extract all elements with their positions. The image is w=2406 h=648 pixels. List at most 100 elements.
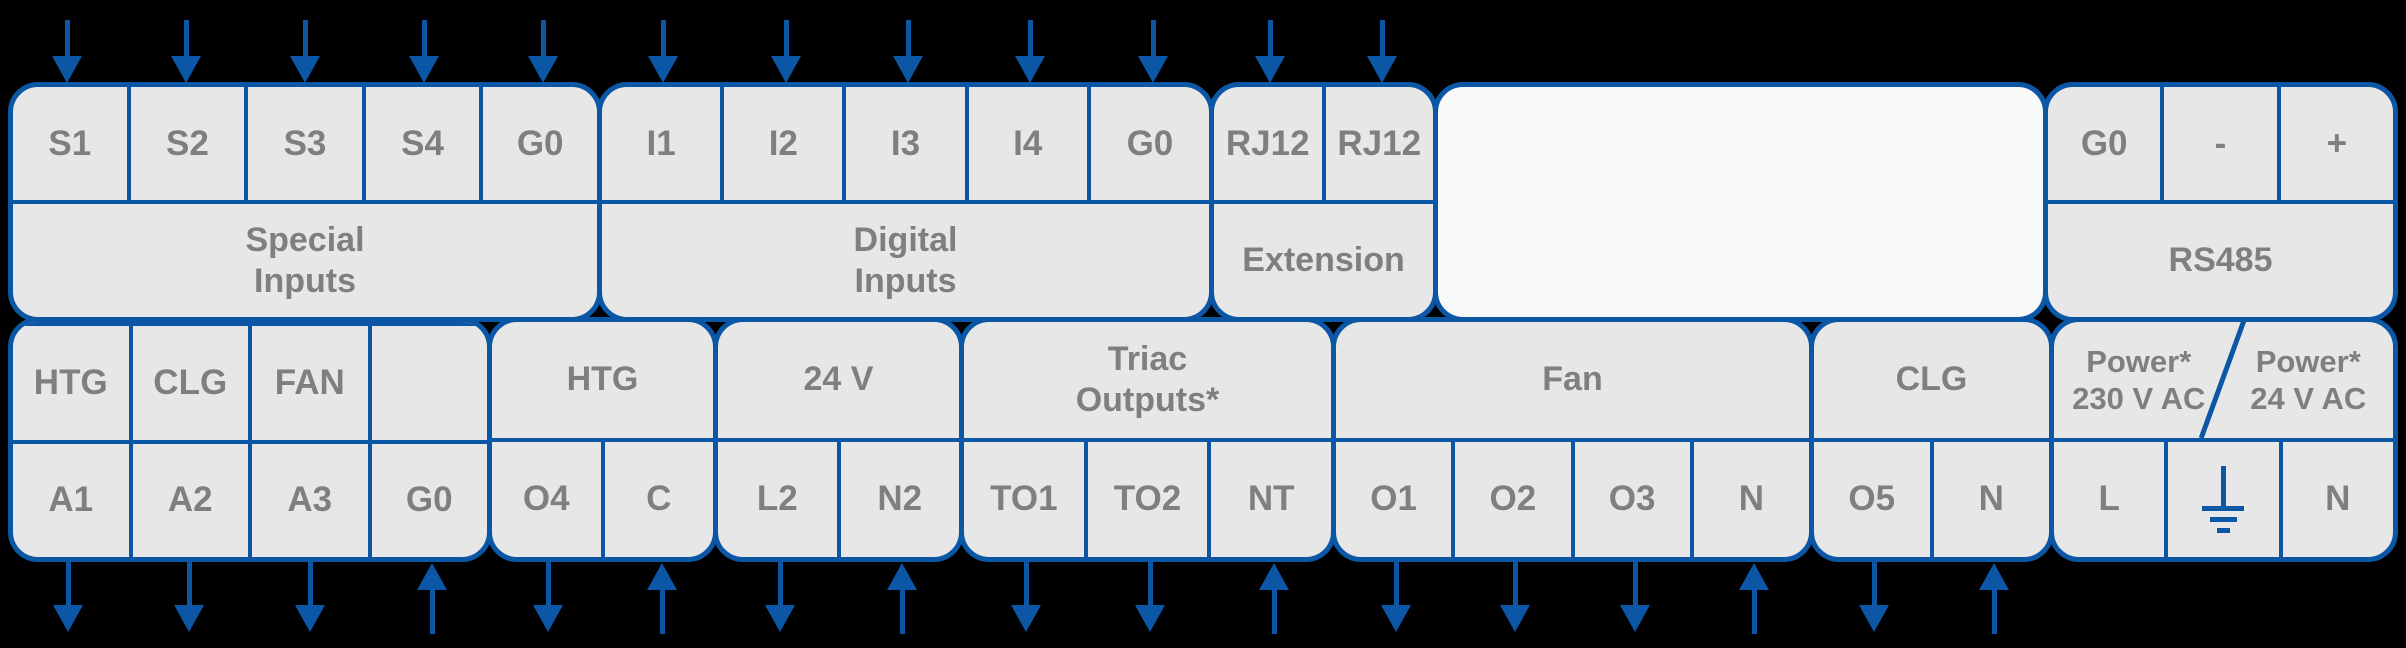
triac-terminals: TO1 TO2 NT [964,437,1331,557]
label-line: Digital [853,220,958,259]
arrow-down-icon [528,20,558,83]
terminal-to1: TO1 [990,479,1058,519]
label-line: RS485 [2168,241,2273,279]
label-line: Power* [2086,343,2192,379]
group-label-power: Power* 230 V AC Power* 24 V AC [2054,322,2394,439]
special-inputs-terminals: S1 S2 S3 S4 G0 [13,87,597,200]
rs485-block: G0 - + RS485 [2043,82,2398,322]
arrow-down-icon [533,561,563,632]
terminal-o4: O4 [522,479,570,519]
group-label-24v: 24 V [718,322,959,438]
arrow-up-icon [417,563,447,634]
group-label-clg: CLG [1814,322,2049,438]
triac-outputs-block: Triac Outputs* TO1 TO2 NT [959,317,1336,562]
terminal-minus: - [2160,87,2276,200]
group-label-htg: HTG [492,322,713,438]
extension-terminals: RJ12 RJ12 [1214,87,1433,200]
arrow-down-icon [295,561,325,632]
htg-output-block: HTG O4 C [487,317,718,562]
terminal-i3: I3 [842,87,964,200]
digital-inputs-block: I1 I2 I3 I4 G0 Digital Inputs [597,82,1214,322]
24v-output-block: 24 V L2 N2 [713,317,964,562]
label-line: Inputs [854,261,957,300]
terminal-o1: O1 [1370,479,1417,519]
terminal-a1: A1 [48,480,94,520]
arrow-down-icon [1367,20,1397,83]
arrow-down-icon [53,561,83,632]
terminal-s2: S2 [126,87,245,200]
terminal-to2: TO2 [1083,441,1208,557]
power-24vac-label: Power* 24 V AC [2224,343,2394,417]
label-line: Power* [2255,343,2361,379]
arrow-down-icon [409,20,439,83]
terminal-n: N [1929,441,2050,557]
terminal-plus: + [2276,87,2393,200]
arrow-down-icon [1859,561,1889,632]
arrow-down-icon [1620,561,1650,632]
terminal-a3: A3 [248,443,368,557]
terminal-i2: I2 [720,87,842,200]
power-block: Power* 230 V AC Power* 24 V AC L N [2049,317,2398,562]
htg-terminals: O4 C [492,437,714,557]
header-fan: FAN [248,326,368,440]
extension-block: RJ12 RJ12 Extension [1209,82,1438,322]
label-line: Inputs [254,261,356,300]
label-line: Special [245,220,365,259]
label-line: HTG [566,360,639,399]
terminal-earth [2164,441,2278,557]
group-label-special-inputs: Special Inputs [13,200,597,317]
terminal-i1: I1 [646,123,676,163]
arrow-down-icon [1015,20,1045,83]
fan-outputs-block: Fan O1 O2 O3 N [1331,317,1814,562]
clg-output-block: CLG O5 N [1809,317,2054,562]
label-line: Extension [1242,241,1405,279]
terminal-g0: G0 [479,87,597,200]
terminal-o3: O3 [1570,441,1690,557]
terminal-rj12: RJ12 [1321,87,1434,200]
group-label-extension: Extension [1214,200,1433,317]
terminal-o2: O2 [1451,441,1570,557]
arrow-down-icon [765,561,795,632]
group-label-fan: Fan [1336,322,1809,438]
arrow-up-icon [887,563,917,634]
label-line: Fan [1542,360,1603,399]
arrow-down-icon [771,20,801,83]
special-inputs-block: S1 S2 S3 S4 G0 Special Inputs [8,82,602,322]
label-line: 230 V AC [2072,380,2206,416]
arrow-up-icon [1979,563,2009,634]
arrow-down-icon [290,20,320,83]
label-line: CLG [1895,360,1968,399]
analog-outputs-block: HTG CLG FAN A1 A2 A3 G0 [8,317,492,562]
arrow-down-icon [52,20,82,83]
group-label-triac-outputs: Triac Outputs* [964,322,1331,438]
rs485-terminals: G0 - + [2048,87,2393,200]
label-line: Triac [1107,339,1188,378]
arrow-down-icon [1381,561,1411,632]
earth-ground-icon [2202,465,2245,533]
arrow-down-icon [1500,561,1530,632]
terminal-c: C [600,441,714,557]
terminal-nt: NT [1207,441,1331,557]
header-empty [367,326,488,440]
terminal-g0: G0 [2080,123,2128,163]
arrow-up-icon [1259,563,1289,634]
terminal-g0: G0 [367,443,488,557]
arrow-down-icon [1135,561,1165,632]
group-label-rs485: RS485 [2048,200,2393,317]
digital-inputs-terminals: I1 I2 I3 I4 G0 [602,87,1209,200]
arrow-down-icon [1011,561,1041,632]
terminal-l: L [2098,479,2120,519]
label-line: 24 V [803,360,874,399]
analog-outputs-headers: HTG CLG FAN [13,322,487,440]
arrow-down-icon [1138,20,1168,83]
arrow-up-icon [1739,563,1769,634]
terminal-i4: I4 [964,87,1087,200]
power-230vac-label: Power* 230 V AC [2054,343,2224,417]
arrow-down-icon [171,20,201,83]
terminal-a2: A2 [128,443,249,557]
label-line: Outputs* [1075,380,1220,419]
clg-terminals: O5 N [1814,437,2050,557]
group-label-digital-inputs: Digital Inputs [602,200,1209,317]
arrow-down-icon [1255,20,1285,83]
